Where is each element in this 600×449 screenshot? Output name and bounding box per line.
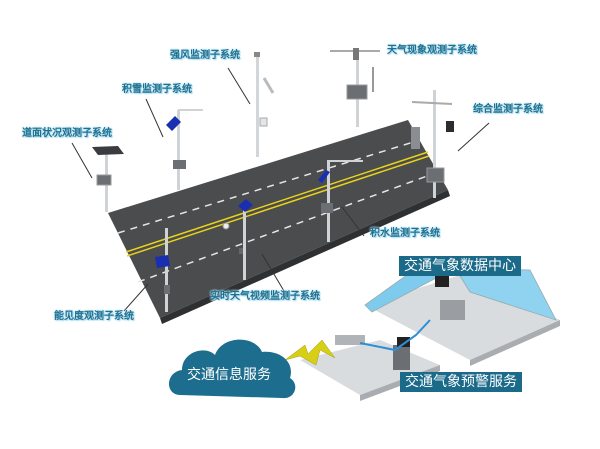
road-surface-station: [92, 146, 124, 212]
label-visibility: 能见度观测子系统: [54, 311, 134, 322]
lane-dash: [137, 171, 439, 283]
snow-station: [166, 109, 203, 190]
label-strong-wind: 强风监测子系统: [170, 50, 240, 61]
warning-service-box: 交通气象预警服务: [400, 372, 522, 392]
lane-dash: [117, 139, 421, 234]
data-center-room: [364, 261, 560, 366]
wind-station: [254, 52, 275, 157]
label-snow: 积雪监测子系统: [122, 84, 192, 95]
label-water: 积水监测子系统: [370, 228, 440, 239]
cloud-shape: [168, 339, 296, 399]
road-edge: [160, 190, 450, 324]
info-service-label: 交通信息服务: [187, 367, 271, 383]
video-station: [222, 199, 253, 280]
weather-phenomena-station: [330, 48, 380, 127]
road: [108, 120, 448, 318]
center-line: [125, 151, 429, 253]
label-road-surface: 道面状况观测子系统: [22, 128, 112, 139]
data-center-box: 交通气象数据中心: [399, 256, 521, 276]
water-station: [318, 160, 363, 242]
integrated-station: [411, 90, 454, 198]
center-line: [126, 155, 430, 257]
wireless-link-icon: [284, 339, 336, 366]
label-integrated: 综合监测子系统: [473, 104, 543, 115]
label-video: 实时天气视频监测子系统: [210, 291, 320, 302]
leader-lines: [71, 67, 490, 312]
visibility-station: [155, 228, 170, 312]
label-weather-phenomena: 天气现象观测子系统: [387, 45, 477, 56]
